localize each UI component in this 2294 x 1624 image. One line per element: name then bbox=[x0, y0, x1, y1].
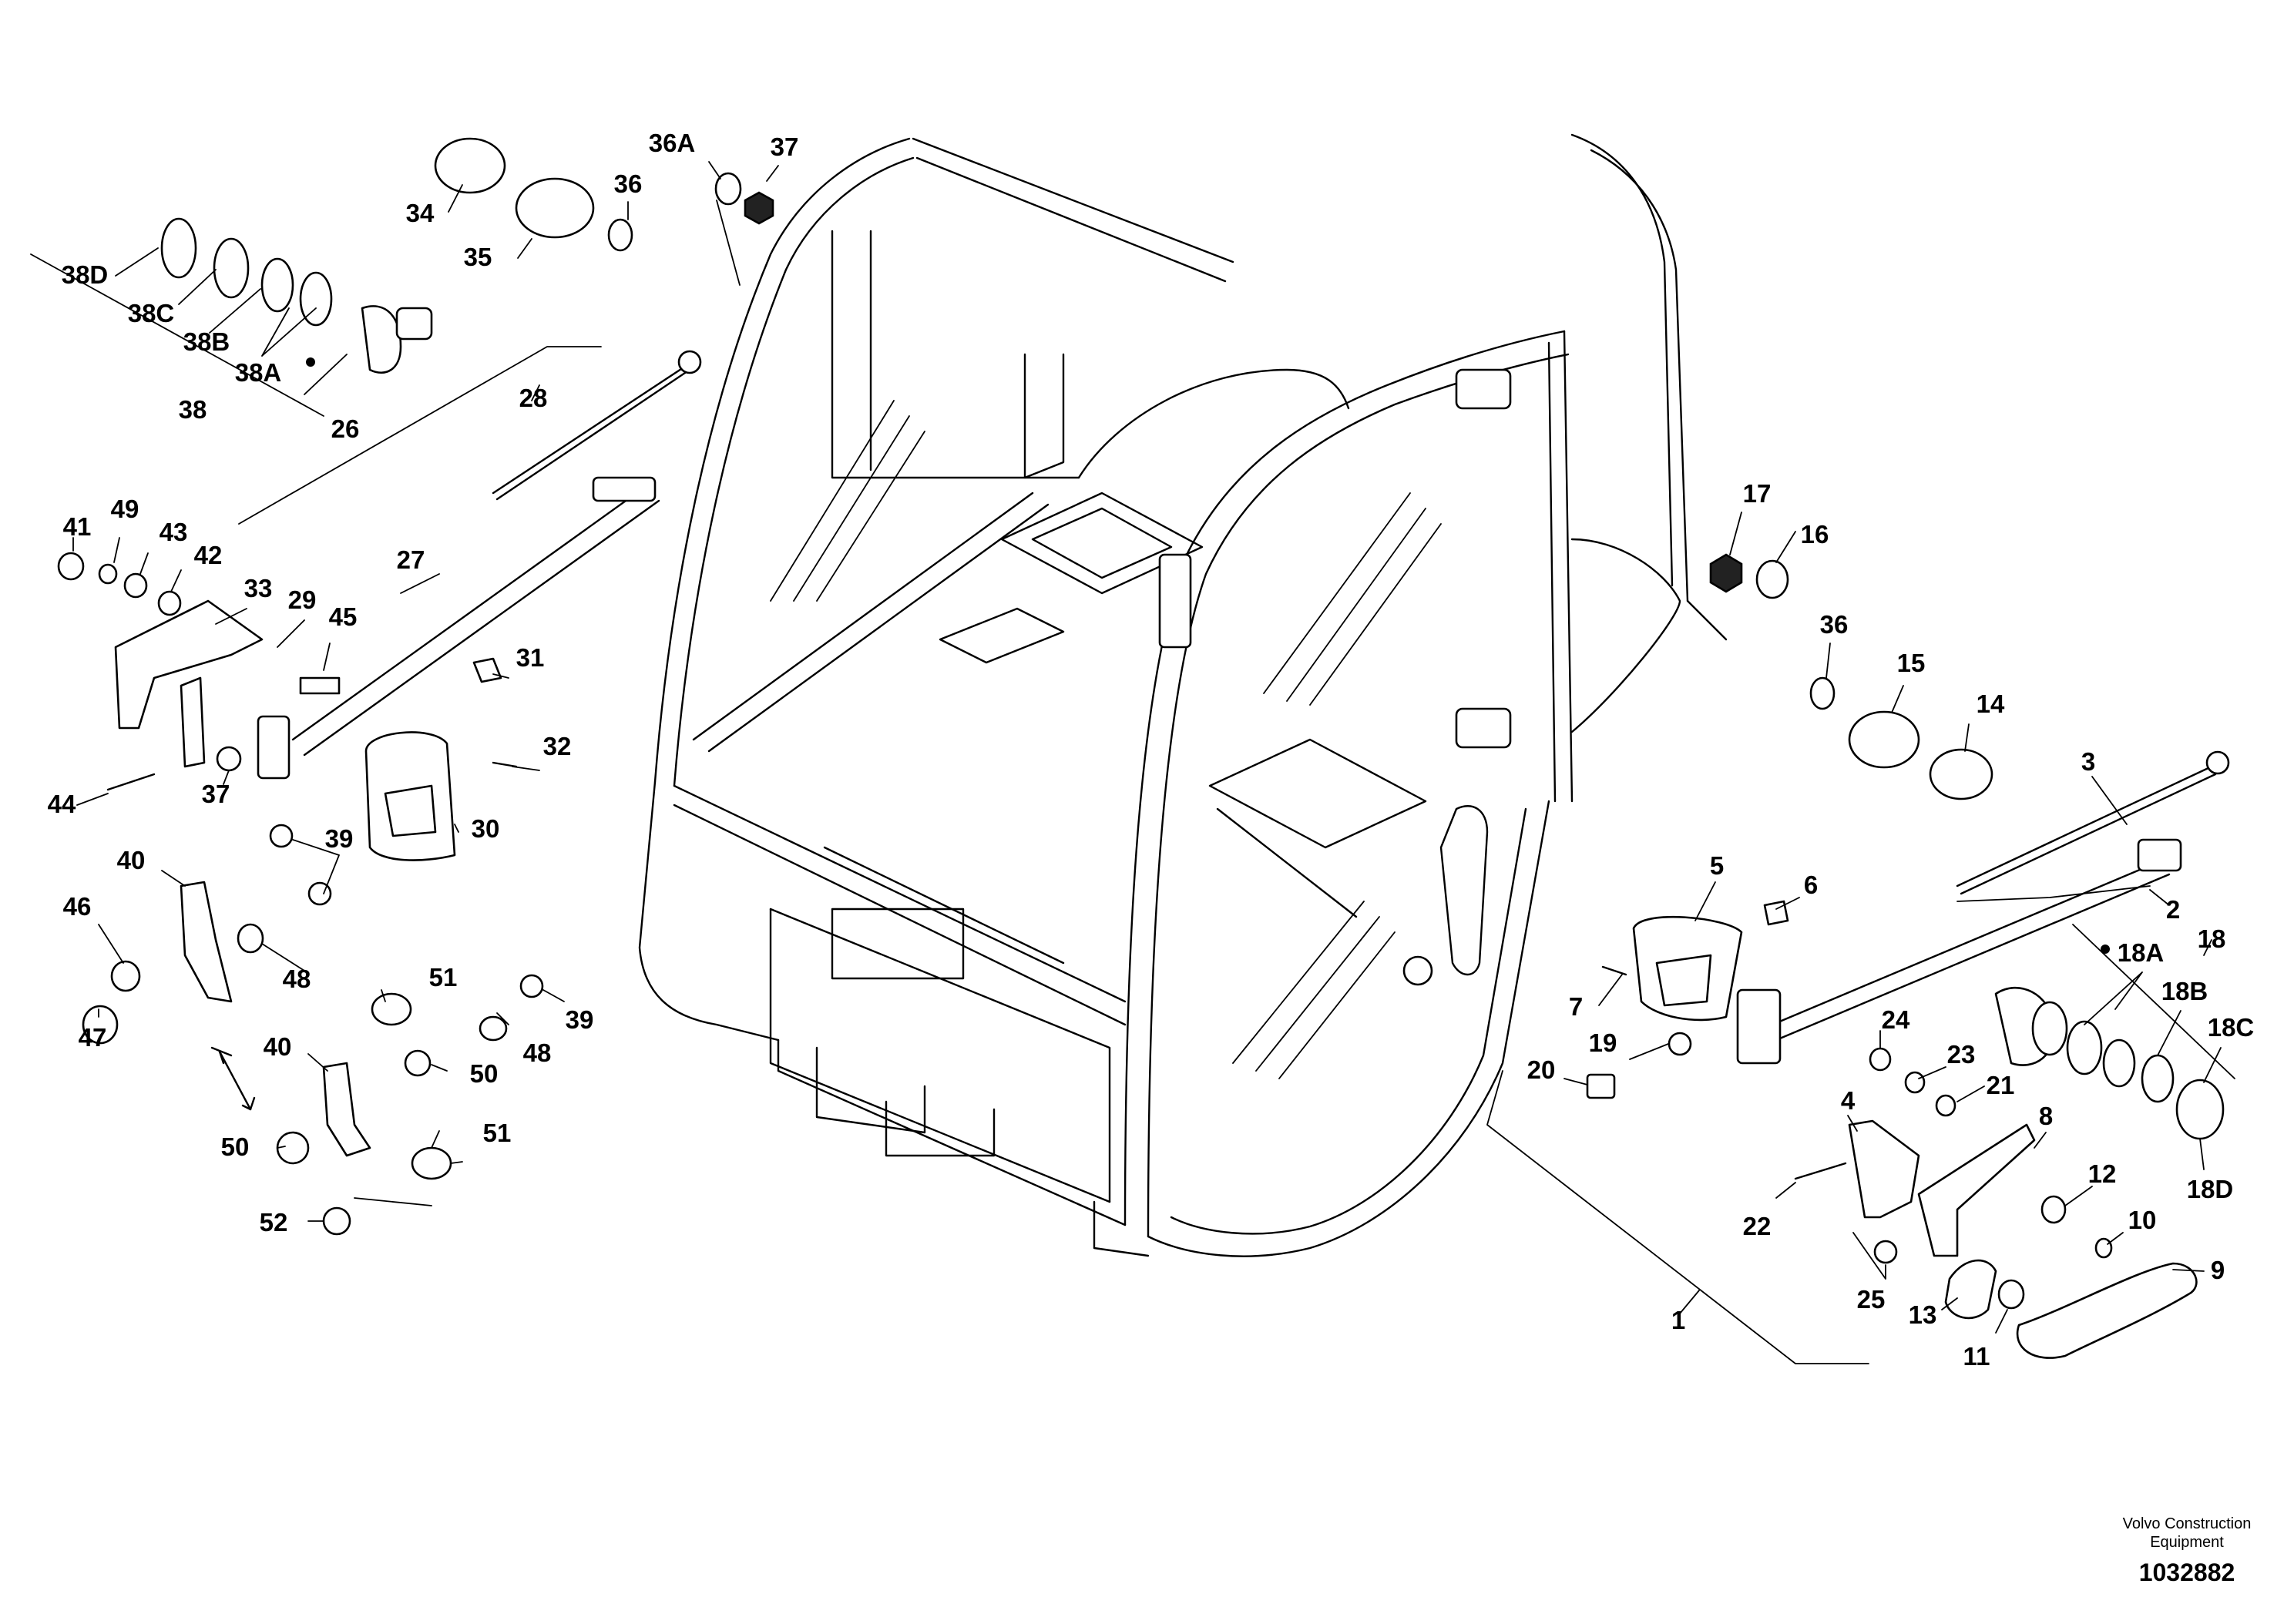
callout-label: 49 bbox=[111, 495, 139, 523]
callout-label: 36 bbox=[1820, 610, 1849, 639]
callout-label: 21 bbox=[1987, 1071, 2015, 1099]
callout-label: 2 bbox=[2166, 895, 2180, 924]
callout-label: 16 bbox=[1801, 520, 1829, 549]
callout-label: 32 bbox=[543, 732, 572, 760]
callout-label: 42 bbox=[194, 541, 223, 569]
callout-label: 13 bbox=[1909, 1300, 1937, 1329]
callout-label: 18B bbox=[2161, 977, 2208, 1005]
callout-label: 26 bbox=[331, 414, 360, 443]
footer: Volvo Construction Equipment 1032882 bbox=[2123, 1515, 2252, 1586]
callout-label: 12 bbox=[2088, 1159, 2117, 1188]
callout-label: 15 bbox=[1897, 649, 1926, 677]
callout-label: 5 bbox=[1710, 851, 1724, 880]
callout-label: 36 bbox=[614, 169, 643, 198]
callout-label: 38D bbox=[62, 260, 109, 289]
reference-dot bbox=[306, 357, 315, 367]
callout-label: 30 bbox=[472, 814, 500, 843]
callout-label: 18 bbox=[2198, 924, 2226, 953]
callout-label: 1 bbox=[1671, 1306, 1685, 1334]
callout-label: 28 bbox=[519, 384, 548, 412]
callout-label: 40 bbox=[117, 846, 146, 874]
callout-label: 37 bbox=[202, 780, 230, 808]
callout-label: 34 bbox=[406, 199, 435, 227]
callout-label: 17 bbox=[1743, 479, 1772, 508]
callout-label: 4 bbox=[1841, 1086, 1856, 1115]
callout-label: 35 bbox=[464, 243, 492, 271]
callout-label: 48 bbox=[283, 965, 311, 993]
callout-label: 6 bbox=[1804, 871, 1818, 899]
cab-frame bbox=[638, 133, 1728, 1257]
reference-dot bbox=[2101, 945, 2110, 954]
callout-label: 23 bbox=[1947, 1040, 1976, 1069]
callout-label: 39 bbox=[566, 1005, 594, 1034]
callout-label: 51 bbox=[429, 963, 458, 992]
callout-label: 19 bbox=[1589, 1028, 1617, 1057]
callout-label: 14 bbox=[1977, 690, 2005, 718]
callout-label: 18A bbox=[2118, 938, 2165, 967]
callout-label: 8 bbox=[2039, 1102, 2053, 1130]
callout-label: 40 bbox=[264, 1032, 292, 1061]
callout-label: 7 bbox=[1569, 992, 1583, 1021]
callout-label: 39 bbox=[325, 824, 354, 853]
callout-label: 48 bbox=[523, 1038, 552, 1067]
callout-label: 20 bbox=[1527, 1055, 1556, 1084]
left-parts bbox=[30, 137, 774, 1236]
callout-label: 46 bbox=[63, 892, 92, 921]
callout-label: 47 bbox=[79, 1023, 107, 1052]
callout-label: 36A bbox=[649, 129, 696, 157]
credit-line-1: Volvo Construction bbox=[2123, 1515, 2252, 1532]
callout-label: 9 bbox=[2211, 1256, 2225, 1284]
callout-label: 18C bbox=[2208, 1013, 2255, 1042]
callout-label: 44 bbox=[48, 790, 76, 818]
callout-label: 31 bbox=[516, 643, 545, 672]
callout-label: 43 bbox=[160, 518, 188, 546]
callout-label: 24 bbox=[1882, 1005, 1910, 1034]
callout-label: 25 bbox=[1857, 1285, 1886, 1314]
callout-label: 50 bbox=[470, 1059, 499, 1088]
callout-label: 27 bbox=[397, 545, 425, 574]
leader-lines bbox=[72, 161, 2222, 1334]
document-number: 1032882 bbox=[2139, 1559, 2235, 1586]
right-parts bbox=[1486, 553, 2235, 1364]
callout-labels: 1 2 3 4 5 6 7 8 9 10 11 12 13 14 15 16 1… bbox=[48, 129, 2255, 1371]
callout-label: 29 bbox=[288, 586, 317, 614]
callout-label: 50 bbox=[221, 1132, 250, 1161]
callout-label: 11 bbox=[1963, 1342, 1990, 1371]
callout-label: 18D bbox=[2187, 1175, 2234, 1203]
callout-label: 38 bbox=[179, 395, 207, 424]
credit-line-2: Equipment bbox=[2150, 1534, 2224, 1551]
callout-label: 51 bbox=[483, 1119, 512, 1147]
callout-label: 38B bbox=[183, 327, 230, 356]
callout-label: 38C bbox=[128, 299, 175, 327]
callout-label: 45 bbox=[329, 602, 358, 631]
callout-label: 37 bbox=[771, 133, 799, 161]
callout-label: 22 bbox=[1743, 1212, 1772, 1240]
callout-label: 33 bbox=[244, 574, 273, 602]
callout-label: 38A bbox=[235, 358, 282, 387]
callout-label: 3 bbox=[2081, 747, 2095, 776]
callout-label: 52 bbox=[260, 1208, 288, 1236]
callout-label: 10 bbox=[2128, 1206, 2157, 1234]
callout-label: 41 bbox=[63, 512, 92, 541]
